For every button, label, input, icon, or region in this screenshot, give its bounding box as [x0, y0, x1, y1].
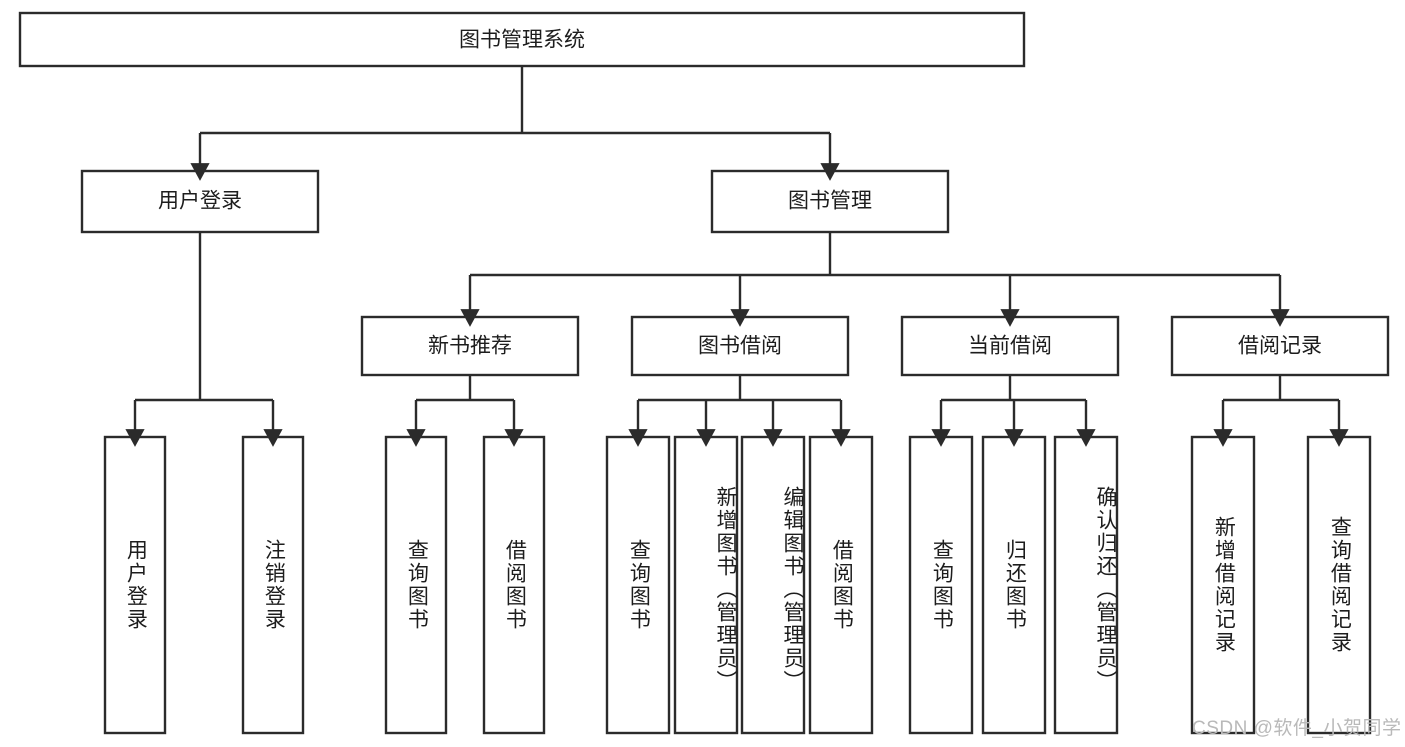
node-label-new-book-recommend: 新书推荐	[428, 335, 512, 358]
node-box-leaf-logout[interactable]	[241, 435, 305, 735]
node-box-leaf-borrow-book[interactable]	[808, 435, 874, 735]
node-label-book-borrow: 图书借阅	[698, 335, 782, 358]
node-label-borrow-record: 借阅记录	[1238, 335, 1322, 358]
node-box-leaf-user-login[interactable]	[103, 435, 167, 735]
node-box-leaf-return-book[interactable]	[981, 435, 1047, 735]
node-box-leaf-query-book-current[interactable]	[908, 435, 974, 735]
node-label-user-login: 用户登录	[158, 190, 242, 213]
node-box-leaf-query-book-recommend[interactable]	[384, 435, 448, 735]
node-label-root: 图书管理系统	[459, 29, 585, 52]
node-box-leaf-borrow-book-recommend[interactable]	[482, 435, 546, 735]
watermark-text: CSDN @软件_小贺同学	[1192, 718, 1402, 739]
node-box-leaf-query-book-borrow[interactable]	[605, 435, 671, 735]
node-box-new-book-recommend[interactable]	[360, 315, 580, 377]
node-box-leaf-add-borrow-record[interactable]	[1190, 435, 1256, 735]
node-label-book-management: 图书管理	[788, 190, 872, 213]
node-label-current-borrow: 当前借阅	[968, 335, 1052, 358]
node-box-user-login[interactable]	[80, 169, 320, 234]
node-box-root[interactable]	[18, 11, 1026, 68]
node-box-leaf-add-book-admin[interactable]	[673, 435, 739, 735]
node-box-leaf-edit-book-admin[interactable]	[740, 435, 806, 735]
node-box-leaf-query-borrow-record[interactable]	[1306, 435, 1372, 735]
node-box-leaf-confirm-return-admin[interactable]	[1053, 435, 1119, 735]
